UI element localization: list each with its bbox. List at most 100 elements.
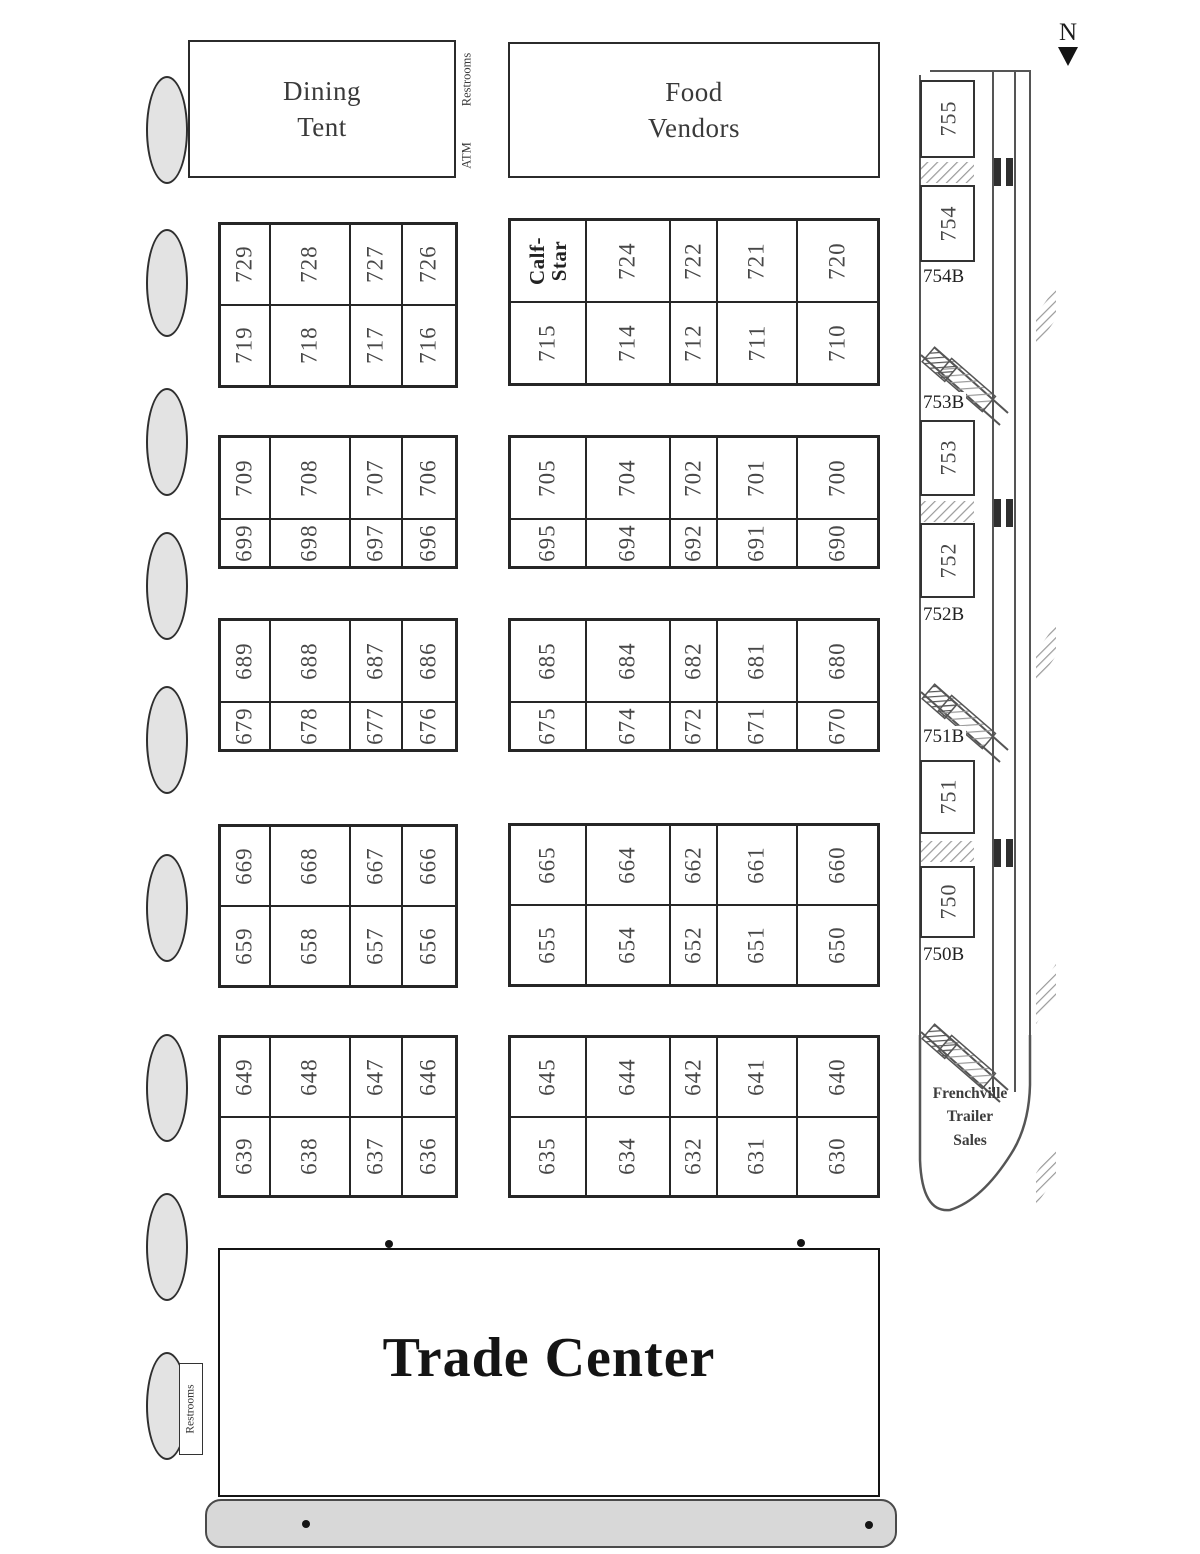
booth-704: 704 — [586, 437, 670, 519]
trailer-spot-755: 755 — [920, 80, 975, 158]
booth-669: 669 — [220, 826, 270, 906]
booth-691: 691 — [717, 518, 797, 567]
booth-720: 720 — [797, 220, 878, 302]
food-vendors: Food Vendors — [508, 42, 880, 178]
booth-646: 646 — [402, 1037, 456, 1117]
booth-696: 696 — [402, 518, 456, 567]
booth-727: 727 — [350, 224, 402, 305]
booth-705: 705 — [510, 437, 586, 519]
booth-677: 677 — [350, 701, 402, 750]
booth-711: 711 — [717, 302, 797, 384]
trailer-spot-754: 754 — [920, 185, 975, 262]
booth-712: 712 — [670, 302, 717, 384]
trailer-spot-751: 751 — [920, 760, 975, 834]
restrooms-label-bottom: Restrooms — [184, 1384, 197, 1434]
tree-icon — [146, 532, 188, 640]
restrooms-label-top: Restrooms — [459, 52, 474, 107]
entrance-dot — [385, 1240, 393, 1248]
booth-681: 681 — [717, 620, 797, 702]
trailer-tag-750b: 750B — [921, 944, 967, 966]
booth-640: 640 — [797, 1037, 878, 1117]
booth-652: 652 — [670, 905, 717, 985]
booth-634: 634 — [586, 1116, 670, 1196]
booth-716: 716 — [402, 305, 456, 386]
booth-calf-star: Calf- Star — [510, 220, 586, 302]
tree-icon — [146, 854, 188, 962]
booth-678: 678 — [270, 701, 350, 750]
booth-728: 728 — [270, 224, 350, 305]
walkway — [205, 1499, 897, 1548]
compass-n-label: N — [1058, 19, 1078, 46]
booth-685: 685 — [510, 620, 586, 702]
booth-672: 672 — [670, 701, 717, 750]
booth-715: 715 — [510, 302, 586, 384]
booth-656: 656 — [402, 906, 456, 986]
trade-center-label: Trade Center — [382, 1326, 716, 1389]
booth-645: 645 — [510, 1037, 586, 1117]
booth-662: 662 — [670, 825, 717, 905]
dining-tent-label: Dining Tent — [282, 75, 361, 142]
booth-721: 721 — [717, 220, 797, 302]
frenchville-trailer-sales-label: Frenchville Trailer Sales — [932, 1085, 1008, 1149]
trailer-tag-751b: 751B — [921, 726, 967, 748]
compass-arrow-icon — [1058, 47, 1078, 66]
booth-692: 692 — [670, 518, 717, 567]
tree-icon — [146, 229, 188, 337]
booth-702: 702 — [670, 437, 717, 519]
booth-676: 676 — [402, 701, 456, 750]
trade-center: Trade Center — [218, 1248, 880, 1497]
booth-666: 666 — [402, 826, 456, 906]
booth-710: 710 — [797, 302, 878, 384]
booth-722: 722 — [670, 220, 717, 302]
entrance-dot — [302, 1520, 310, 1528]
trailer-tag-754b: 754B — [921, 266, 967, 288]
booth-642: 642 — [670, 1037, 717, 1117]
atm-label: ATM — [459, 142, 474, 169]
booth-682: 682 — [670, 620, 717, 702]
booth-644: 644 — [586, 1037, 670, 1117]
food-vendors-label: Food Vendors — [648, 76, 740, 143]
booth-650: 650 — [797, 905, 878, 985]
booth-638: 638 — [270, 1116, 350, 1196]
booth-654: 654 — [586, 905, 670, 985]
booth-724: 724 — [586, 220, 670, 302]
booth-684: 684 — [586, 620, 670, 702]
trailer-tag-752b: 752B — [921, 604, 967, 626]
booth-688: 688 — [270, 620, 350, 702]
tree-icon — [146, 686, 188, 794]
entrance-dot — [797, 1239, 805, 1247]
booth-689: 689 — [220, 620, 270, 702]
entrance-dot — [865, 1521, 873, 1529]
booth-671: 671 — [717, 701, 797, 750]
booth-709: 709 — [220, 437, 270, 519]
booth-708: 708 — [270, 437, 350, 519]
booth-717: 717 — [350, 305, 402, 386]
booth-631: 631 — [717, 1116, 797, 1196]
booth-714: 714 — [586, 302, 670, 384]
booth-651: 651 — [717, 905, 797, 985]
booth-665: 665 — [510, 825, 586, 905]
booth-637: 637 — [350, 1116, 402, 1196]
booth-675: 675 — [510, 701, 586, 750]
booth-655: 655 — [510, 905, 586, 985]
booth-674: 674 — [586, 701, 670, 750]
booth-641: 641 — [717, 1037, 797, 1117]
booth-667: 667 — [350, 826, 402, 906]
trailer-spot-752: 752 — [920, 523, 975, 598]
booth-686: 686 — [402, 620, 456, 702]
booth-726: 726 — [402, 224, 456, 305]
booth-668: 668 — [270, 826, 350, 906]
booth-697: 697 — [350, 518, 402, 567]
booth-649: 649 — [220, 1037, 270, 1117]
restrooms-bottom: Restrooms — [179, 1363, 203, 1455]
booth-630: 630 — [797, 1116, 878, 1196]
booth-706: 706 — [402, 437, 456, 519]
tree-icon — [146, 76, 188, 184]
